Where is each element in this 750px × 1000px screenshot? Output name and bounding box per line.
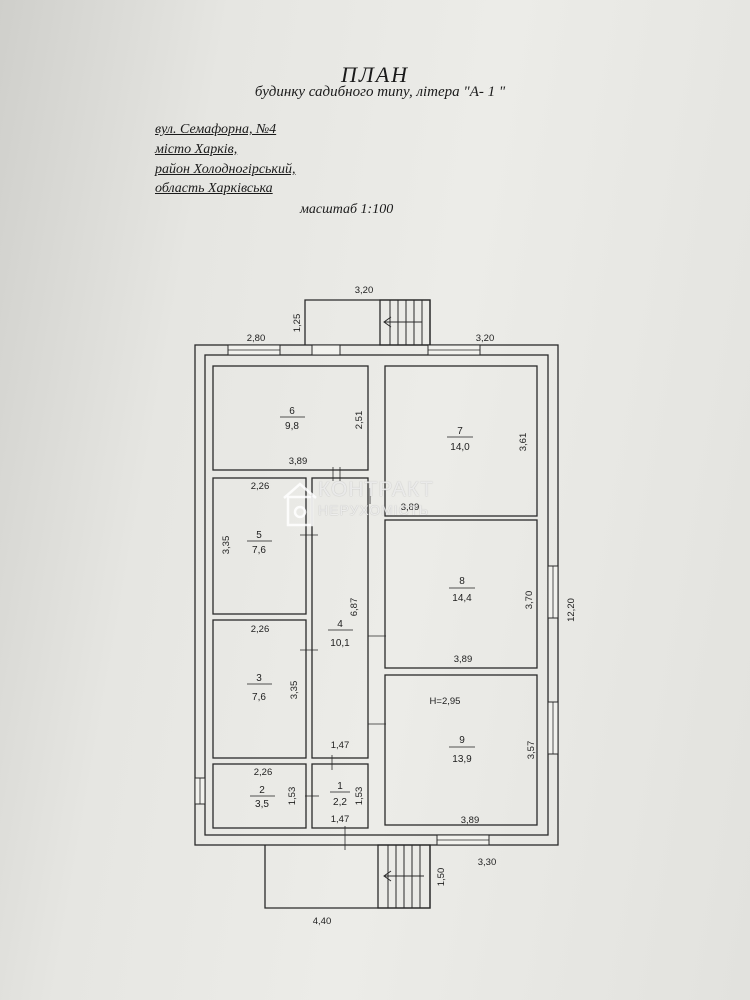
address-district: район Холодногірський,: [155, 162, 296, 177]
room-1-area: 2,2: [333, 797, 347, 808]
dim-room2-depth: 1,53: [287, 787, 298, 806]
room-2-area: 3,5: [255, 799, 269, 810]
inner-wall: [204, 354, 549, 836]
dim-ceiling-height: H=2,95: [430, 696, 461, 707]
dim-room7-width: 3,89: [401, 502, 420, 513]
room-5-outline: [212, 477, 307, 615]
dim-room8-depth: 3,70: [524, 591, 535, 610]
dim-corridor-width: 1,47: [331, 740, 350, 751]
room-4-area: 10,1: [330, 638, 350, 649]
address-street: вул. Семафорна, №4: [155, 122, 277, 137]
room-3-number: 3: [256, 673, 262, 684]
room-3-outline: [212, 619, 307, 759]
dim-room9-depth: 3,57: [526, 741, 537, 760]
dim-room6-width: 3,89: [289, 456, 308, 467]
door-top: [311, 344, 341, 356]
room-9-area: 13,9: [452, 754, 472, 765]
address-city: місто Харків,: [155, 142, 238, 157]
room-4-outline: [311, 477, 369, 759]
address-region: область Харківська: [155, 181, 273, 196]
dim-room6-depth: 2,51: [354, 411, 365, 430]
dim-porch-bottom-depth: 1,50: [436, 868, 447, 887]
room-3-area: 7,6: [252, 692, 266, 703]
dim-corridor-length: 6,87: [349, 598, 360, 617]
plan-title: ПЛАН: [340, 62, 410, 87]
room-1-number: 1: [337, 781, 343, 792]
dim-room5-width: 2,26: [251, 481, 270, 492]
room-7-number: 7: [457, 426, 463, 437]
dim-room1-depth: 1,53: [354, 787, 365, 806]
room-7-area: 14,0: [450, 442, 470, 453]
dim-porch-bottom-width: 4,40: [313, 916, 332, 927]
watermark-line1: КОНТРАКТ: [318, 478, 434, 501]
room-8-area: 14,4: [452, 593, 472, 604]
room-5-area: 7,6: [252, 545, 266, 556]
room-9-outline: [384, 674, 538, 826]
dim-outer-top-left: 2,80: [247, 333, 266, 344]
dim-porch-top-depth: 1,25: [292, 314, 303, 333]
dim-outer-top-right: 3,20: [476, 333, 495, 344]
watermark: КОНТРАКТ НЕРУХОМІСТЬ: [318, 478, 434, 518]
watermark-logo: [283, 482, 317, 527]
dim-room7-depth: 3,61: [518, 433, 529, 452]
room-5-number: 5: [256, 530, 262, 541]
room-2-number: 2: [259, 785, 265, 796]
stairs-top: [379, 299, 431, 346]
room-7-outline: [384, 365, 538, 517]
plan-scale: масштаб 1:100: [300, 202, 394, 217]
dim-overall-length: 12,20: [566, 598, 577, 622]
dim-room2-width: 2,26: [254, 767, 273, 778]
dim-room8-width: 3,89: [454, 654, 473, 665]
room-6-outline: [212, 365, 369, 471]
room-6-area: 9,8: [285, 421, 299, 432]
room-9-number: 9: [459, 735, 465, 746]
plan-subtitle: будинку садибного типу, літера "А- 1 ": [254, 84, 506, 100]
dim-porch-top-width: 3,20: [355, 285, 374, 296]
room-6-number: 6: [289, 406, 295, 417]
dim-room5-depth: 3,35: [221, 536, 232, 555]
dim-room3-width: 2,26: [251, 624, 270, 635]
dim-room3-depth: 3,35: [289, 681, 300, 700]
room-4-number: 4: [337, 619, 343, 630]
dim-room9-width: 3,89: [461, 815, 480, 826]
room-8-number: 8: [459, 576, 465, 587]
room-8-outline: [384, 519, 538, 669]
dim-outer-bottom-right: 3,30: [478, 857, 497, 868]
dim-room1-width: 1,47: [331, 814, 350, 825]
watermark-line2: НЕРУХОМІСТЬ: [318, 502, 430, 518]
outer-wall: [194, 344, 559, 846]
